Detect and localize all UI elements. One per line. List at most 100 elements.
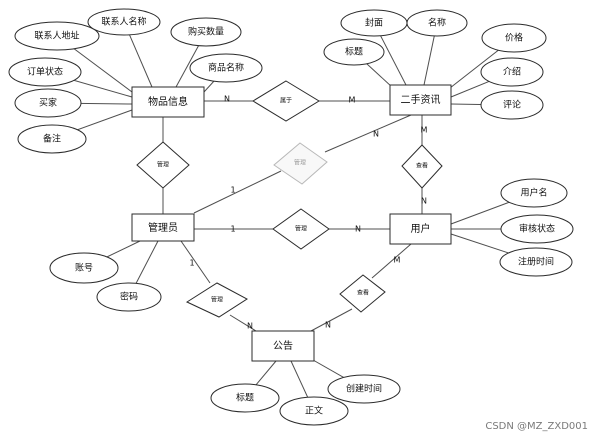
attr-user-username-ellipse xyxy=(500,178,568,208)
attr-goods-product-name-label: 商品名称 xyxy=(208,62,244,74)
attr-secondhand-cover[interactable]: 封面 xyxy=(340,9,408,37)
cardinality-admin-notice-notice: N xyxy=(247,322,253,331)
relationship-admin-secondhand[interactable]: 管理 xyxy=(273,142,328,185)
attr-notice-title[interactable]: 标题 xyxy=(210,383,280,413)
cardinality-secondhand-user-bottom: N xyxy=(421,197,427,206)
entity-admin[interactable]: 管理员 xyxy=(131,213,195,242)
entity-user-box xyxy=(389,213,452,245)
attr-goods-product-name-ellipse xyxy=(189,53,263,83)
attr-admin-password[interactable]: 密码 xyxy=(96,282,162,312)
attr-secondhand-name[interactable]: 名称 xyxy=(406,9,468,37)
attr-secondhand-title[interactable]: 标题 xyxy=(323,38,385,66)
relationship-admin-user-label: 管理 xyxy=(295,225,307,233)
attr-goods-remark-ellipse xyxy=(17,124,87,154)
relationship-admin-user-diamond xyxy=(272,208,330,250)
attr-user-register-time[interactable]: 注册时间 xyxy=(499,247,573,277)
cardinality-admin-user-user: N xyxy=(355,225,361,234)
attr-goods-purchase-qty[interactable]: 购买数量 xyxy=(170,17,242,47)
attr-secondhand-cover-label: 封面 xyxy=(365,17,383,29)
attr-goods-purchase-qty-label: 购买数量 xyxy=(188,26,224,38)
relationship-admin-notice-label: 管理 xyxy=(211,296,223,304)
cardinality-goods-rel: N xyxy=(224,95,230,104)
attr-notice-body-label: 正文 xyxy=(305,405,323,417)
attr-secondhand-title-ellipse xyxy=(323,38,385,66)
relationship-user-notice-label: 查看 xyxy=(357,289,369,297)
entity-notice[interactable]: 公告 xyxy=(251,330,315,362)
relationship-admin-notice-diamond xyxy=(185,282,248,318)
relationship-user-secondhand-diamond xyxy=(401,144,443,189)
edge-admin-to-faded-manage xyxy=(193,170,282,214)
cardinality-labels: N M N 1 1 N M N 1 N M N xyxy=(189,95,427,331)
attr-goods-contact-name-label: 联系人名称 xyxy=(101,16,146,28)
cardinality-user-notice-user: M xyxy=(394,256,401,265)
attr-goods-buyer-ellipse xyxy=(14,88,82,118)
attr-goods-contact-name-ellipse xyxy=(87,8,161,36)
attr-secondhand-intro[interactable]: 介绍 xyxy=(480,57,544,87)
relationship-goods-secondhand-diamond xyxy=(252,80,320,122)
attr-goods-order-status-label: 订单状态 xyxy=(27,66,63,78)
edge-faded-manage-to-secondhand xyxy=(324,114,412,153)
relationship-admin-goods[interactable]: 管理 xyxy=(136,141,190,189)
attr-secondhand-intro-label: 介绍 xyxy=(503,66,521,78)
entity-user-label: 用户 xyxy=(411,222,431,235)
relationship-user-secondhand-label: 查看 xyxy=(416,162,428,170)
entity-secondhand[interactable]: 二手资讯 xyxy=(389,84,452,116)
attr-secondhand-price-label: 价格 xyxy=(505,32,523,44)
entity-user[interactable]: 用户 xyxy=(389,213,452,245)
entity-goods-label: 物品信息 xyxy=(148,95,188,108)
cardinality-user-notice-notice: N xyxy=(325,321,331,330)
attr-goods-order-status[interactable]: 订单状态 xyxy=(8,57,82,87)
attr-notice-created-time-label: 创建时间 xyxy=(346,383,382,395)
relationship-admin-notice[interactable]: 管理 xyxy=(185,282,248,318)
attr-goods-buyer-label: 买家 xyxy=(39,97,57,109)
edge-notice-view-to-notice xyxy=(310,308,353,332)
cardinality-admin-admin-rel: 1 xyxy=(230,186,235,195)
cardinality-rel-secondhand: M xyxy=(349,96,356,105)
attr-goods-contact-address[interactable]: 联系人地址 xyxy=(14,21,100,51)
attr-secondhand-name-label: 名称 xyxy=(428,17,446,29)
relationship-admin-secondhand-label: 管理 xyxy=(294,159,306,167)
attr-goods-purchase-qty-ellipse xyxy=(170,17,242,47)
attr-goods-remark[interactable]: 备注 xyxy=(17,124,87,154)
attr-goods-remark-label: 备注 xyxy=(43,133,61,145)
relationship-admin-user[interactable]: 管理 xyxy=(272,208,330,250)
attr-notice-title-label: 标题 xyxy=(236,392,254,404)
attr-secondhand-title-label: 标题 xyxy=(345,46,363,58)
attr-goods-contact-address-ellipse xyxy=(14,21,100,51)
attr-user-username[interactable]: 用户名 xyxy=(500,178,568,208)
attr-goods-contact-name[interactable]: 联系人名称 xyxy=(87,8,161,36)
relationship-user-notice[interactable]: 查看 xyxy=(339,274,386,313)
attr-notice-created-time[interactable]: 创建时间 xyxy=(327,374,401,404)
entity-secondhand-label: 二手资讯 xyxy=(401,93,441,106)
relationship-admin-goods-diamond xyxy=(136,141,190,189)
relationship-admin-secondhand-diamond xyxy=(273,142,328,185)
edge-notice-manage-to-notice xyxy=(229,314,257,332)
attr-goods-buyer[interactable]: 买家 xyxy=(14,88,82,118)
edge-user-to-notice-view xyxy=(371,243,412,279)
attr-secondhand-comment-label: 评论 xyxy=(503,99,521,111)
attr-admin-account[interactable]: 账号 xyxy=(49,252,119,284)
attr-secondhand-name-ellipse xyxy=(406,9,468,37)
attr-user-review-status[interactable]: 审核状态 xyxy=(500,214,574,244)
attr-secondhand-price[interactable]: 价格 xyxy=(481,23,547,53)
attr-admin-password-label: 密码 xyxy=(120,291,138,303)
attr-secondhand-comment[interactable]: 评论 xyxy=(480,90,544,120)
attr-notice-body-ellipse xyxy=(279,396,349,426)
attr-admin-password-ellipse xyxy=(96,282,162,312)
relationship-goods-secondhand[interactable]: 属于 xyxy=(252,80,320,122)
relationship-goods-secondhand-label: 属于 xyxy=(280,98,292,105)
attr-user-register-time-ellipse xyxy=(499,247,573,277)
attr-secondhand-comment-ellipse xyxy=(480,90,544,120)
relationship-user-secondhand[interactable]: 查看 xyxy=(401,144,443,189)
entity-admin-box xyxy=(131,213,195,242)
entity-goods[interactable]: 物品信息 xyxy=(131,86,205,118)
attr-notice-title-ellipse xyxy=(210,383,280,413)
attr-notice-body[interactable]: 正文 xyxy=(279,396,349,426)
attr-admin-account-label: 账号 xyxy=(75,263,93,274)
attr-user-review-status-label: 审核状态 xyxy=(519,223,555,235)
attr-secondhand-price-ellipse xyxy=(481,23,547,53)
attr-user-username-label: 用户名 xyxy=(520,187,547,199)
attr-goods-order-status-ellipse xyxy=(8,57,82,87)
attr-goods-product-name[interactable]: 商品名称 xyxy=(189,53,263,83)
